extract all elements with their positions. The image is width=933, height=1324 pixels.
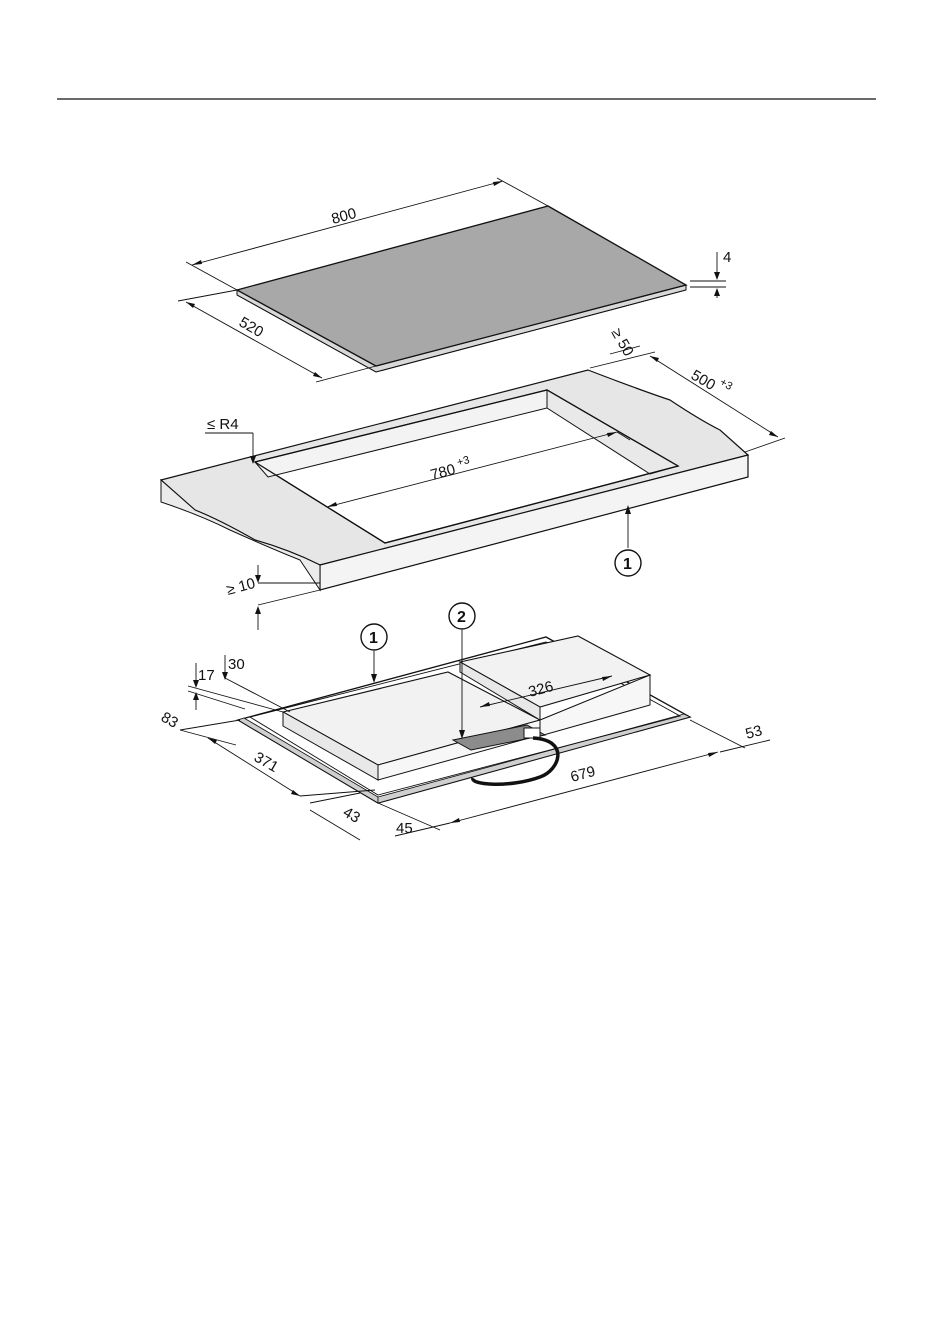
callout-underside-number: 1 [369, 630, 378, 647]
worktop-front-face [320, 455, 748, 590]
label-4: 4 [723, 249, 731, 266]
label-500-tol: +3 [718, 376, 735, 393]
dim-hob-thickness: 4 [690, 249, 731, 298]
worktop [161, 370, 748, 590]
callout-underside: 1 [361, 624, 387, 683]
label-43: 43 [340, 804, 363, 827]
label-500: 500 [688, 367, 718, 394]
label-371: 371 [251, 749, 281, 776]
label-800: 800 [330, 205, 359, 228]
label-83: 83 [158, 709, 181, 732]
dim-rear-clearance: ≥ 50 [608, 326, 640, 360]
label-30: 30 [228, 656, 245, 673]
label-520: 520 [236, 314, 266, 341]
callout-worktop-number: 1 [623, 556, 632, 573]
dim-front-clearance: ≥ 10 [225, 565, 320, 630]
callout-worktop: 1 [615, 505, 641, 576]
dim-53: 53 [690, 720, 770, 752]
dim-17-30: 17 30 [188, 655, 290, 712]
label-45: 45 [396, 820, 413, 837]
dim-83: 83 [158, 709, 240, 745]
label-rear-clearance: ≥ 50 [608, 326, 637, 360]
hob-underside [238, 636, 690, 803]
dim-corner-radius: ≤ R4 [205, 416, 256, 464]
label-17: 17 [198, 667, 215, 684]
label-780: 780 [429, 461, 458, 484]
label-radius: ≤ R4 [207, 416, 239, 433]
label-780-tol: +3 [456, 454, 471, 469]
label-front-clearance: ≥ 10 [225, 575, 258, 599]
label-53: 53 [744, 722, 765, 743]
terminal-block [524, 728, 540, 738]
cutout-back-wall [255, 390, 547, 477]
callout-connection-number: 2 [457, 609, 466, 626]
label-679: 679 [569, 763, 598, 786]
